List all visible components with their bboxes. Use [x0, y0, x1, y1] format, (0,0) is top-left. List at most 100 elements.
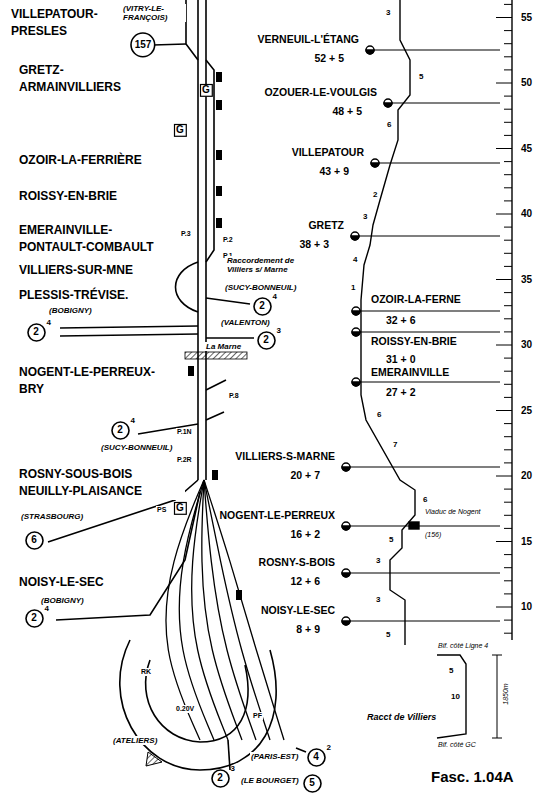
kilometre-point: 48 + 5	[332, 105, 364, 117]
station-box: G	[200, 84, 213, 97]
kilometre-point: 31 + 0	[385, 353, 417, 365]
gradient-value: 3	[385, 8, 391, 17]
line-number: 2	[263, 335, 269, 345]
line-index: 2	[327, 744, 331, 752]
line-number-circle: 24	[111, 421, 130, 440]
kilometre-point: 16 + 2	[290, 528, 322, 540]
gradient-value: 3	[375, 595, 381, 604]
profile-station: GRETZ	[307, 219, 345, 231]
scale-number: 55	[520, 12, 533, 24]
sheet-number: Fasc. 1.04A	[430, 768, 515, 785]
gradient-value: 5	[385, 630, 391, 639]
line-index: 4	[273, 293, 277, 301]
scale-number: 35	[520, 274, 533, 286]
signal-post: RK	[140, 668, 152, 676]
direction-label: Raccordement de Villiers s/ Marne	[226, 256, 310, 274]
line-number: 6	[31, 535, 37, 545]
line-number-circle: 24	[25, 609, 44, 628]
scale-number: 50	[520, 77, 533, 89]
scale-number: 20	[520, 470, 533, 482]
line-number: 157	[135, 40, 152, 50]
scale-number: 25	[520, 405, 533, 417]
scale-number: 10	[520, 601, 533, 613]
inset-title: Racct de Villiers	[366, 712, 438, 722]
gradient-value: 4	[352, 255, 358, 264]
gradient-value: 3	[362, 212, 368, 221]
gradient-value: 6	[386, 120, 392, 129]
direction-label: (BOBIGNY)	[48, 306, 93, 315]
kilometre-point: 8 + 9	[295, 623, 321, 635]
line-index: 4	[45, 605, 49, 613]
line-number-circle: 23	[211, 769, 230, 788]
gradient-value: 6	[376, 410, 382, 419]
line-index: 4	[47, 319, 51, 327]
signal-post: 0.20V	[175, 705, 195, 713]
station-name: NOISY-LE-SEC	[18, 574, 105, 591]
kilometre-point: 27 + 2	[385, 386, 417, 398]
line-number-circle: 6	[25, 531, 44, 550]
line-number: 2	[33, 327, 39, 337]
station-box: G	[174, 124, 187, 137]
station-name: OZOIR-LA-FERRIÈRE	[18, 152, 143, 169]
line-number: G	[176, 125, 184, 135]
gradient-value: 10	[450, 692, 461, 701]
direction-label: (SUCY-BONNEUIL)	[224, 283, 297, 292]
line-number: 2	[117, 425, 123, 435]
kilometre-point: 38 + 3	[299, 238, 331, 250]
scale-number: 45	[520, 143, 533, 155]
line-number-circle: 23	[257, 331, 276, 350]
profile-station: OZOUER-LE-VOULGIS	[263, 86, 378, 98]
station-name: NOGENT-LE-PERREUX-BRY	[18, 364, 180, 398]
gradient-value: 6	[422, 495, 428, 504]
gradient-value: 5	[388, 535, 394, 544]
station-name: VILLEPATOUR-PRESLES	[10, 6, 127, 40]
note: Bif. côté GC	[437, 741, 477, 749]
line-number-circle: 24	[27, 323, 46, 342]
profile-station: ROISSY-EN-BRIE	[370, 335, 458, 347]
line-number: 4	[313, 752, 319, 762]
gradient-value: 1	[350, 283, 356, 292]
kilometre-point: 52 + 5	[314, 52, 346, 64]
note: Bif. côté Ligne 4	[437, 642, 489, 650]
kilometre-point: 12 + 6	[290, 575, 322, 587]
station-name: ROISSY-EN-BRIE	[18, 188, 118, 205]
kilometre-point: 43 + 9	[319, 165, 351, 177]
gradient-value: 3	[375, 556, 381, 565]
line-number-circle: 42	[307, 748, 326, 767]
profile-station: EMERAINVILLE	[370, 366, 450, 378]
direction-label: (PARIS-EST)	[250, 752, 299, 761]
profile-station: OZOIR-LA-FERNE	[370, 293, 462, 305]
scale-number: 30	[520, 339, 533, 351]
line-number-circle: 157	[130, 32, 156, 58]
signal-post: PS	[156, 506, 167, 514]
profile-station: VILLIERS-S-MARNE	[234, 450, 336, 462]
scale-number: 15	[520, 536, 533, 548]
line-number: 2	[31, 613, 37, 623]
direction-label: (STRASBOURG)	[20, 512, 84, 521]
signal-post: P.2R	[176, 456, 193, 464]
kilometre-point: 32 + 6	[385, 314, 417, 326]
kilometre-point: 20 + 7	[290, 469, 322, 481]
profile-station: NOGENT-LE-PERREUX	[218, 509, 336, 521]
signal-post: PF	[252, 712, 263, 720]
station-name: ROSNY-SOUS-BOIS NEUILLY-PLAISANCE	[18, 466, 185, 500]
station-name: VILLIERS-SUR-MNE	[18, 262, 134, 279]
gradient-value: 5	[418, 72, 424, 81]
line-number: G	[202, 85, 210, 95]
direction-label: La Marne	[205, 342, 242, 351]
line-number: 5	[309, 778, 315, 788]
line-index: 3	[277, 327, 281, 335]
profile-station: NOISY-LE-SEC	[260, 604, 336, 616]
line-number-circle: 5	[303, 774, 322, 793]
profile-station: VERNEUIL-L'ÉTANG	[257, 33, 360, 45]
note: (156)	[424, 531, 442, 539]
line-index: 4	[131, 417, 135, 425]
note: Viaduc de Nogent	[424, 508, 482, 516]
signal-post: P.3	[180, 230, 192, 238]
direction-label: (LE BOURGET)	[240, 776, 300, 785]
station-name: GRETZ-ARMAINVILLIERS	[18, 62, 155, 96]
gradient-value: 5	[448, 666, 454, 675]
direction-label: (VITRY-LE-FRANÇOIS)	[122, 4, 186, 22]
